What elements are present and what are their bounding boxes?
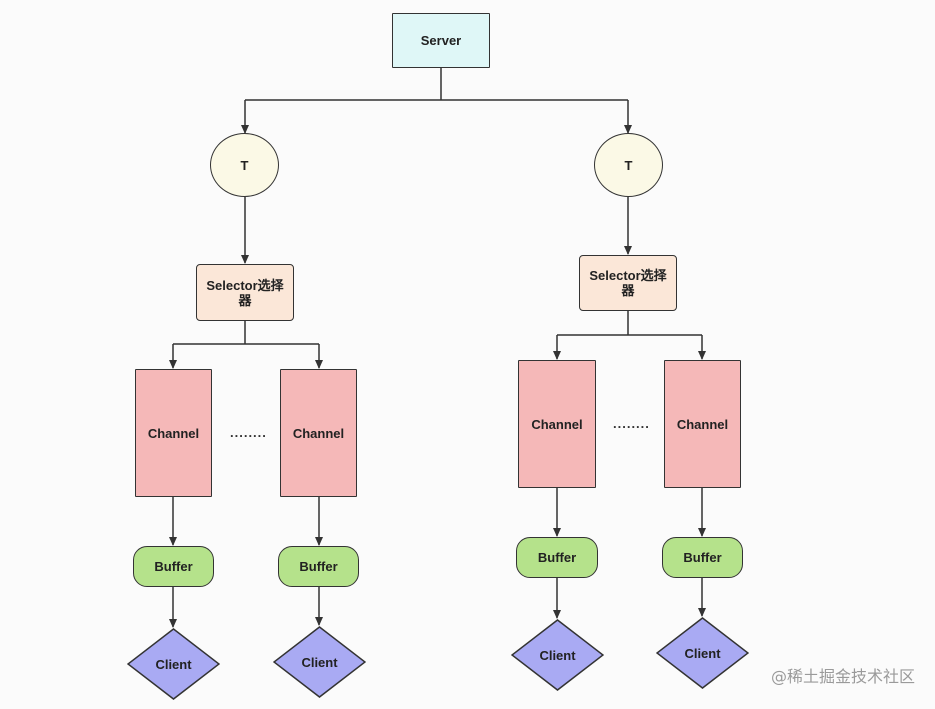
right-selector-node: Selector选择器 [579, 255, 677, 311]
left-channel-ellipsis: ........ [230, 425, 267, 440]
right-client-2: Client [656, 617, 749, 689]
left-channel-1-label: Channel [147, 425, 200, 441]
right-channel-2: Channel [664, 360, 741, 488]
left-client-2-label: Client [301, 654, 338, 670]
left-client-1-diamond [127, 628, 220, 700]
left-thread-label: T [240, 157, 249, 173]
right-client-1: Client [511, 619, 604, 691]
left-buffer-2: Buffer [278, 546, 359, 587]
watermark: @稀土掘金技术社区 [770, 667, 915, 686]
left-selector-label: Selector选择器 [206, 277, 284, 308]
left-channel-2: Channel [280, 369, 357, 497]
left-buffer-2-label: Buffer [299, 559, 338, 574]
right-client-2-label: Client [684, 645, 721, 661]
edge-right-selector-split [557, 310, 702, 336]
right-channel-2-label: Channel [676, 416, 729, 432]
left-client-1-label: Client [155, 656, 192, 672]
right-channel-1: Channel [518, 360, 596, 488]
left-client-1: Client [127, 628, 220, 700]
server-label: Server [420, 33, 462, 48]
left-channel-1: Channel [135, 369, 212, 497]
left-channel-2-label: Channel [292, 425, 345, 441]
right-client-2-diamond [656, 617, 749, 689]
right-buffer-1: Buffer [516, 537, 598, 578]
right-client-1-diamond [511, 619, 604, 691]
right-thread-label: T [624, 157, 633, 173]
right-buffer-2-label: Buffer [683, 550, 722, 565]
right-channel-ellipsis: ........ [613, 416, 650, 431]
left-selector-node: Selector选择器 [196, 264, 294, 321]
right-selector-label: Selector选择器 [589, 268, 667, 298]
right-thread-node: T [594, 133, 663, 197]
right-buffer-1-label: Buffer [537, 550, 577, 565]
left-client-2: Client [273, 626, 366, 698]
left-buffer-1: Buffer [133, 546, 214, 587]
right-buffer-2: Buffer [662, 537, 743, 578]
server-node: Server [392, 13, 490, 68]
edge-left-selector-split [173, 320, 319, 345]
right-client-1-label: Client [539, 647, 576, 663]
left-client-2-diamond [273, 626, 366, 698]
left-buffer-1-label: Buffer [154, 559, 193, 574]
right-channel-1-label: Channel [531, 416, 583, 432]
left-thread-node: T [210, 133, 279, 197]
